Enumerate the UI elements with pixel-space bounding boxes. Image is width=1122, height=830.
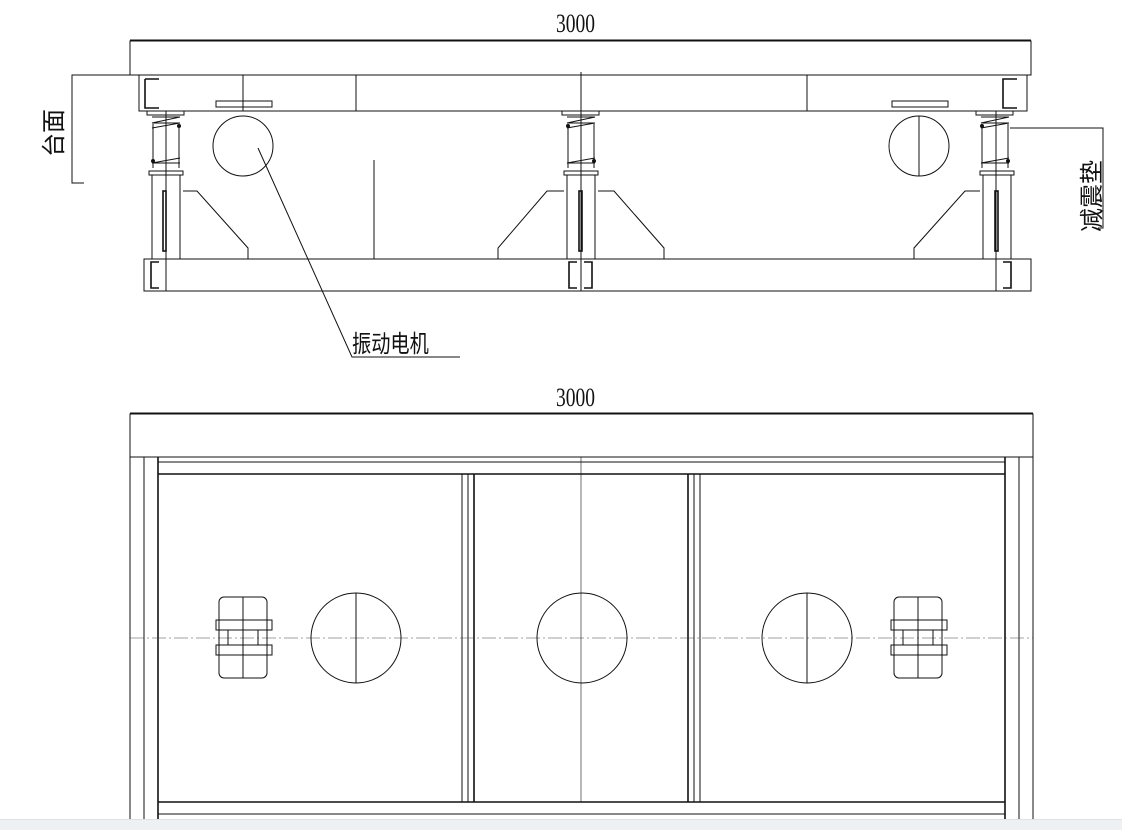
- table-top: [129, 40, 1032, 76]
- front-view: [71, 39, 1104, 358]
- damper-label: 减震垫: [1078, 160, 1106, 232]
- base-channels: [150, 261, 1012, 289]
- table-dimension-bracket: [71, 74, 130, 184]
- vibration-motor-left: [212, 100, 274, 177]
- vibration-motor-right: [888, 100, 950, 177]
- motor-plan-left: [215, 596, 273, 679]
- bottom-strip: [0, 819, 1122, 830]
- top-view: [129, 412, 1034, 821]
- base-frame: [143, 258, 1032, 292]
- holes: [310, 592, 853, 684]
- channel-steel: [144, 78, 1017, 109]
- damper-center: [561, 110, 600, 260]
- front-dimension-label: 3000: [556, 9, 595, 38]
- gussets: [183, 190, 980, 259]
- motor-label: 振动电机: [352, 330, 429, 358]
- top-dimension-label: 3000: [556, 383, 595, 412]
- motor-leader-line: [257, 147, 460, 358]
- motor-plan-right: [890, 596, 948, 679]
- damper-left: [146, 110, 185, 291]
- table-label: 台面: [40, 109, 68, 157]
- damper-dimension-bracket: [1010, 127, 1104, 229]
- damper-right: [975, 110, 1015, 291]
- plan-outline: [129, 413, 1034, 821]
